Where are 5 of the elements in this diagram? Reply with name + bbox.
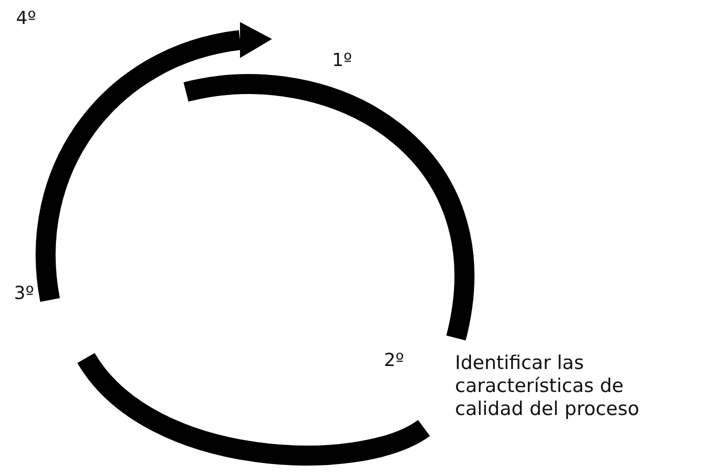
step-number: 1º [332,50,352,72]
step-number: 3º [14,283,34,305]
step-number: 2º [384,350,404,372]
step-description: Identificar las características de calidad del proceso [455,352,640,420]
step-number: 4º [16,8,36,30]
